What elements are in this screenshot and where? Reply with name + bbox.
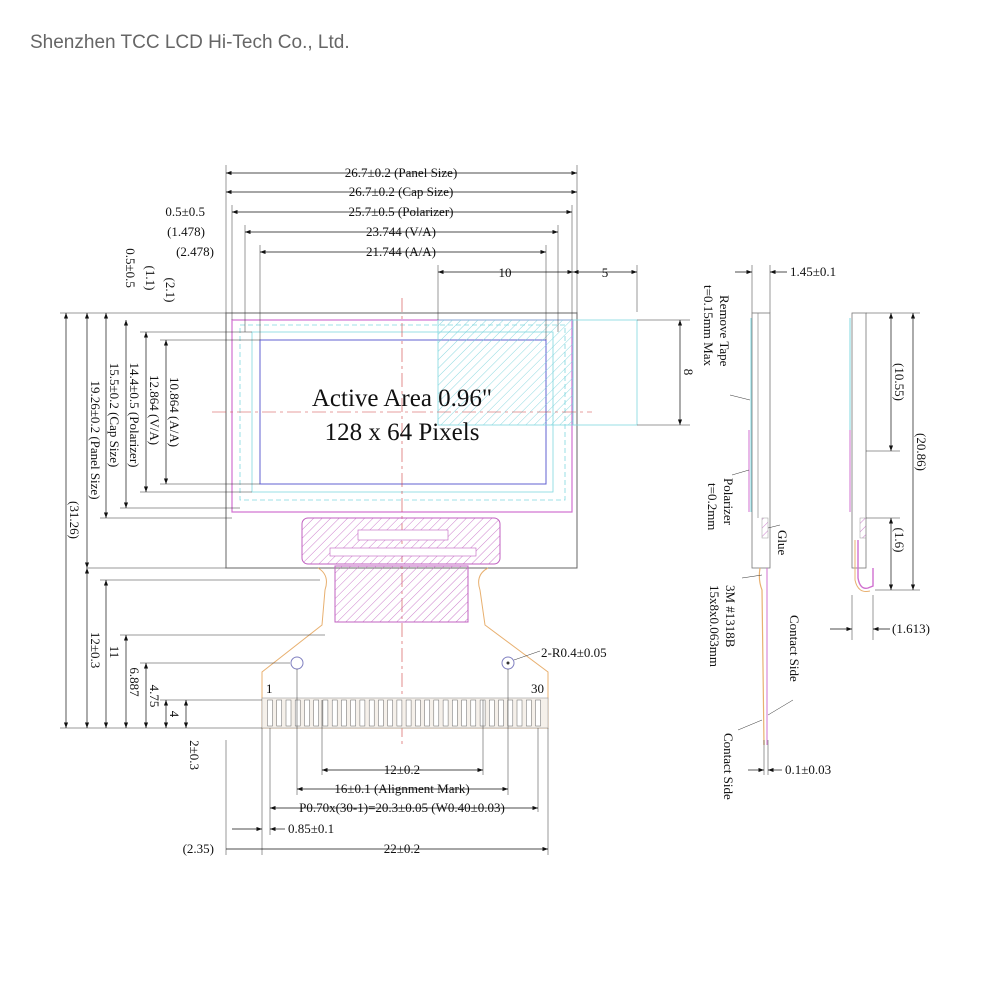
pin-1-label: 1: [266, 681, 273, 696]
active-area-line1: Active Area 0.96": [312, 385, 492, 412]
pol-offset-dim: 0.5±0.5: [165, 204, 205, 219]
active-area-line2: 128 x 64 Pixels: [325, 419, 480, 446]
front-view: Active Area 0.96" 128 x 64 Pixels 1 30: [212, 298, 638, 745]
v11-dim: (1.1): [143, 266, 158, 291]
contact-pin: [331, 699, 338, 727]
contact-pin: [424, 699, 430, 727]
contact-pin: [461, 699, 467, 727]
contact-side-label-2: Contact Side: [721, 733, 736, 800]
va-height-dim: 12.864 (V/A): [147, 375, 162, 445]
contact-pin: [313, 699, 319, 727]
contact-pin: [405, 699, 412, 727]
contact-pin: [498, 699, 504, 727]
dim-2086: (20.86): [914, 433, 929, 471]
dim-16: (1.6): [892, 528, 907, 553]
contact-pin: [276, 699, 282, 727]
contact-pin: [285, 699, 292, 727]
side-view-2: (10.55) (20.86) (1.6) (1.613): [830, 312, 930, 640]
contact-side-label-1: Contact Side: [787, 615, 802, 682]
contact-pin: [526, 699, 532, 727]
contact-pin: [387, 699, 393, 727]
aa-dim: 21.744 (A/A): [366, 244, 436, 259]
top-dimensions: 26.7±0.2 (Panel Size) 26.7±0.2 (Cap Size…: [165, 165, 696, 426]
contact-pin: [378, 699, 384, 727]
contact-pin: [350, 699, 356, 727]
tape-3m-label: 3M #1318B: [723, 585, 738, 648]
contact-pin: [294, 699, 301, 727]
dim-475: 4.75: [147, 685, 162, 708]
v05-dim: 0.5±0.5: [123, 248, 138, 288]
tape-3m-size: 15x8x0.063mm: [707, 585, 722, 667]
contact-pin: [322, 699, 329, 727]
dim-11-vert: 11: [107, 646, 122, 659]
thickness-dim: 1.45±0.1: [790, 264, 836, 279]
contact-pin: [433, 699, 440, 727]
dim-22: 22±0.2: [384, 841, 420, 856]
total-height-dim: (31.26): [67, 501, 82, 539]
va-dim: 23.744 (V/A): [366, 224, 436, 239]
contact-pin: [442, 699, 449, 727]
contact-pin: [535, 699, 541, 727]
contact-pin: [304, 699, 310, 727]
panel-size-dim: 26.7±0.2 (Panel Size): [345, 165, 458, 180]
contact-pins: [261, 697, 549, 729]
contact-pin: [267, 699, 273, 727]
polarizer-dim: 25.7±0.5 (Polarizer): [349, 204, 454, 219]
aa-height-dim: 10.864 (A/A): [167, 377, 182, 447]
alignment-mark-dim: 16±0.1 (Alignment Mark): [334, 781, 469, 796]
contact-pin: [489, 699, 495, 727]
remove-tape-label: Remove Tape: [717, 295, 732, 367]
dim-085: 0.85±0.1: [288, 821, 334, 836]
v21-dim: (2.1): [163, 278, 178, 303]
page-title: Shenzhen TCC LCD Hi-Tech Co., Ltd.: [30, 32, 350, 53]
contact-pin: [368, 699, 375, 727]
aa-offset-dim: (2.478): [176, 244, 214, 259]
contact-pin: [396, 699, 403, 727]
dim-10: 10: [499, 265, 512, 280]
side-view-1: 1.45±0.1 0.1±0.03 Remove Tape t=0.15mm M…: [701, 264, 836, 800]
remove-tape-t: t=0.15mm Max: [701, 285, 716, 366]
dim-1055: (10.55): [892, 363, 907, 401]
contact-pin: [479, 699, 486, 727]
contact-pin: [507, 699, 514, 727]
left-dimensions: (31.26) 19.26±0.2 (Panel Size) 15.5±0.2 …: [60, 248, 325, 770]
cap-height-dim: 15.5±0.2 (Cap Size): [107, 363, 122, 468]
dim-8: 8: [681, 369, 696, 376]
dim-4: 4: [167, 711, 182, 718]
contact-pin: [341, 699, 347, 727]
dim-235: (2.35): [183, 841, 214, 856]
dim-5: 5: [602, 265, 609, 280]
cap-size-dim: 26.7±0.2 (Cap Size): [349, 184, 454, 199]
glue-label: Glue: [775, 530, 790, 556]
dim-12-vert: 12±0.3: [88, 632, 103, 668]
dim-6887: 6.887: [127, 667, 142, 697]
panel-height-dim: 19.26±0.2 (Panel Size): [88, 380, 103, 499]
pin-30-label: 30: [531, 681, 544, 696]
va-offset-dim: (1.478): [167, 224, 205, 239]
polarizer-t: t=0.2mm: [705, 483, 720, 530]
bottom-dimensions: 2-R0.4±0.05 12±0.2 16±0.1 (Alignment Mar…: [183, 645, 607, 856]
contact-pin: [415, 699, 421, 727]
contact-pin: [359, 699, 366, 727]
dim-12-horiz: 12±0.2: [384, 762, 420, 777]
dim-01: 0.1±0.03: [785, 762, 831, 777]
contact-pin: [470, 699, 477, 727]
pitch-dim: P0.70x(30-1)=20.3±0.05 (W0.40±0.03): [299, 800, 505, 815]
dim-2: 2±0.3: [187, 740, 202, 770]
radius-dim: 2-R0.4±0.05: [541, 645, 607, 660]
contact-pin: [516, 699, 523, 727]
contact-pin: [452, 699, 458, 727]
polarizer-label: Polarizer: [721, 478, 736, 526]
dim-1613: (1.613): [892, 621, 930, 636]
pol-height-dim: 14.4±0.5 (Polarizer): [127, 363, 142, 468]
